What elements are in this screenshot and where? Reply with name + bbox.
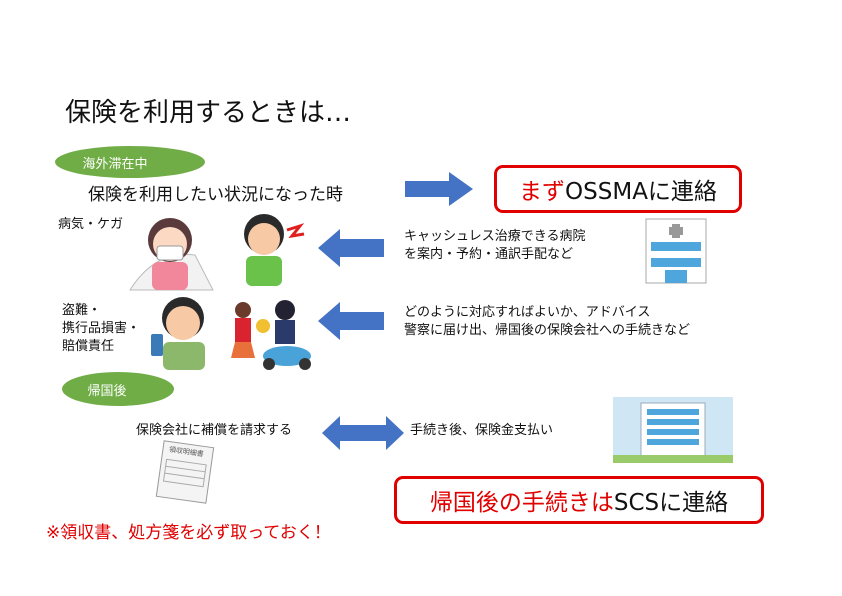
contact-scs-text: SCSに連絡: [613, 490, 729, 516]
claim-text: 保険会社に補償を請求する: [136, 423, 293, 438]
badge-return-label: 帰国後: [87, 383, 127, 399]
hospital-icon: [645, 218, 707, 284]
company-building-illustration: [613, 397, 733, 463]
illness-service-line: を案内・予約・通訳手配など: [404, 247, 574, 262]
arrow-right-icon: [405, 172, 473, 206]
badge-abroad-label: 海外滞在中: [82, 156, 148, 172]
slide-title: 保険を利用するときは…: [65, 98, 352, 128]
badge-return: 帰国後: [62, 372, 174, 406]
theft-service-text: どのように対応すればよいか、アドバイス 警察に届け出、帰国後の保険会社への手続き…: [404, 304, 690, 340]
double-arrow-icon: [322, 416, 404, 450]
arrow-left-icon: [318, 302, 384, 340]
badge-abroad: 海外滞在中: [55, 146, 205, 178]
theft-label-line: 盗難・: [62, 303, 102, 318]
injured-person-illustration: [244, 214, 305, 286]
arrow-left-icon: [318, 229, 384, 267]
illness-label: 病気・ケガ: [58, 217, 124, 232]
theft-illustration: [231, 300, 311, 370]
theft-service-line: 警察に届け出、帰国後の保険会社への手続きなど: [404, 323, 691, 338]
receipt-illustration: 領収明細書: [155, 440, 215, 504]
contact-ossma-text: OSSMAに連絡: [565, 179, 717, 205]
theft-label-line: 賠償責任: [62, 339, 115, 354]
contact-ossma-emphasis: まず: [519, 179, 566, 205]
contact-scs-emphasis: 帰国後の手続きは: [429, 490, 614, 516]
illness-service-text: キャッシュレス治療できる病院 を案内・予約・通訳手配など: [404, 228, 585, 264]
theft-service-line: どのように対応すればよいか、アドバイス: [404, 305, 651, 320]
payment-text: 手続き後、保険金支払い: [410, 423, 554, 438]
sick-person-illustration: [129, 218, 214, 291]
theft-label: 盗難・ 携行品損害・ 賠償責任: [62, 302, 140, 356]
illness-service-line: キャッシュレス治療できる病院: [404, 229, 586, 244]
receipt-note: ※領収書、処方箋を必ず取っておく！: [46, 523, 331, 543]
worried-person-illustration: [151, 297, 205, 370]
abroad-heading: 保険を利用したい状況になった時: [88, 185, 343, 205]
theft-label-line: 携行品損害・: [62, 321, 141, 336]
